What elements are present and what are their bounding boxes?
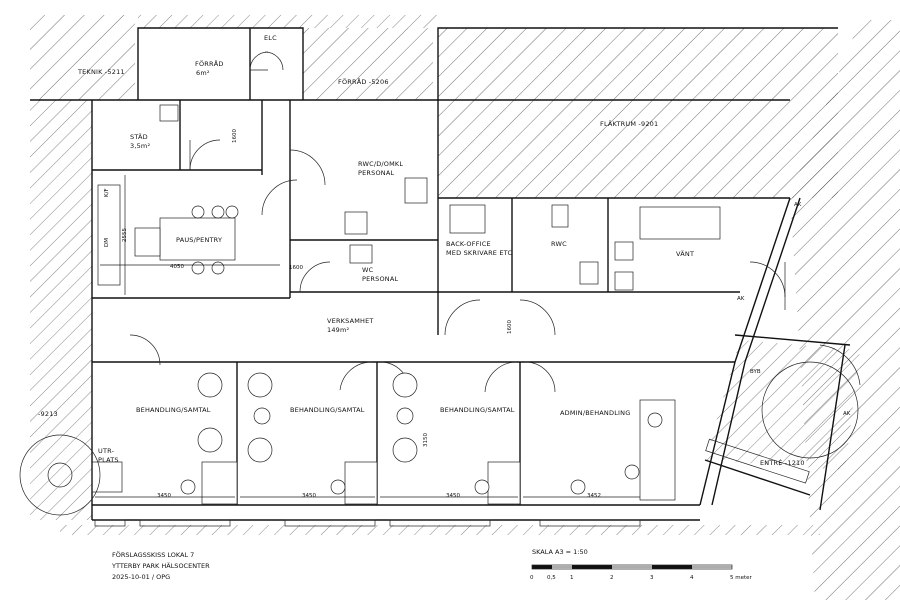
label-behandling-3: BEHANDLING/SAMTAL xyxy=(440,406,515,414)
label-flaktrum: FLÄKTRUM -9201 xyxy=(600,119,658,128)
label-paus-pentry: PAUS/PENTRY xyxy=(176,236,222,244)
hatch-flaktrum xyxy=(438,28,838,198)
scale-title: SKALA A3 = 1:50 xyxy=(532,548,588,556)
printer-desk xyxy=(449,204,486,234)
rwc-sink xyxy=(579,261,599,285)
dim-4050: 4050 xyxy=(170,264,184,270)
waiting-sofa xyxy=(639,206,721,240)
pentry-side-table xyxy=(134,227,161,257)
label-forrad: FÖRRÅD xyxy=(195,59,224,68)
armchair xyxy=(197,372,223,398)
hatch-teknik xyxy=(30,15,135,100)
label-kf: K/F xyxy=(104,188,110,197)
pentry-table xyxy=(159,217,236,261)
utility-sink xyxy=(159,104,179,122)
dim-3452: 3452 xyxy=(587,493,601,499)
dim-1600-a: 1600 xyxy=(232,129,238,143)
label-wc: WC xyxy=(362,266,374,274)
kitchen-counter xyxy=(97,184,121,286)
label-forrad-5206: FÖRRÅD -5206 xyxy=(338,77,389,86)
hatch-entre xyxy=(705,340,860,470)
windows xyxy=(94,519,641,527)
armchair xyxy=(247,372,273,398)
label-plats: PLATS xyxy=(98,456,119,464)
armchair xyxy=(392,437,418,463)
scale-tick-4: 4 xyxy=(690,575,694,581)
label-utr: UTR- xyxy=(98,447,115,455)
label-ak-3: AK xyxy=(843,411,851,417)
scale-tick-5: 5 meter xyxy=(730,575,753,581)
label-ak-2: AK xyxy=(737,296,745,302)
dim-3150: 3150 xyxy=(423,433,429,447)
label-rwc: RWC xyxy=(551,240,567,248)
doors xyxy=(129,51,861,459)
label-backoffice: BACK-OFFICE xyxy=(446,240,491,248)
hatch-west xyxy=(30,100,92,520)
hatch-north-strip xyxy=(138,15,438,28)
toilet-rwc xyxy=(551,204,569,228)
scale-tick-2: 2 xyxy=(610,575,614,581)
room-labels: TEKNIK -5211 FÖRRÅD 6m² ELC FÖRRÅD -5206… xyxy=(38,34,851,467)
label-admin: ADMIN/BEHANDLING xyxy=(560,409,630,417)
dim-1600-c: 1600 xyxy=(507,320,513,334)
utrplats-box xyxy=(91,461,123,493)
dim-1600-b: 1600 xyxy=(289,265,303,271)
label-rwc-omkl: RWC/D/OMKL xyxy=(358,160,403,168)
dim-3450-a: 3450 xyxy=(157,493,171,499)
armchair xyxy=(392,372,418,398)
scale-tick-0: 0 xyxy=(530,575,534,581)
label-stad-area: 3,5m² xyxy=(130,142,150,150)
scale-bar: SKALA A3 = 1:50 0 0,5 1 2 3 4 5 meter xyxy=(530,548,753,581)
armchair xyxy=(197,427,223,453)
title-line-1: FÖRSLAGSSKISS LOKAL 7 xyxy=(112,550,194,559)
label-entre: ENTRÉ -1210 xyxy=(760,458,805,467)
hatch-forrad-5206 xyxy=(303,28,433,100)
dim-3450-b: 3450 xyxy=(302,493,316,499)
dimension-labels: 1600 1600 1600 2555 4050 3450 3450 3450 … xyxy=(122,129,601,499)
label-verksamhet: VERKSAMHET xyxy=(327,317,374,325)
label-elc: ELC xyxy=(264,34,277,42)
desk xyxy=(487,461,521,505)
label-rwc-personal: PERSONAL xyxy=(358,169,394,177)
armchair xyxy=(247,437,273,463)
furniture xyxy=(19,104,810,516)
label-byb: BYB xyxy=(750,369,761,375)
label-dm: DM xyxy=(104,238,110,247)
scale-tick-3: 3 xyxy=(650,575,654,581)
title-line-2: YTTERBY PARK HÄLSOCENTER xyxy=(111,561,210,570)
scale-tick-05: 0,5 xyxy=(547,575,556,581)
label-forrad-area: 6m² xyxy=(196,69,210,77)
desk xyxy=(344,461,378,505)
label-teknik: TEKNIK -5211 xyxy=(77,68,125,76)
hatched-areas xyxy=(30,15,900,600)
label-behandling-1: BEHANDLING/SAMTAL xyxy=(136,406,211,414)
label-wc-personal: PERSONAL xyxy=(362,275,398,283)
label-verksamhet-area: 149m² xyxy=(327,326,350,334)
label-behandling-2: BEHANDLING/SAMTAL xyxy=(290,406,365,414)
dim-3450-c: 3450 xyxy=(446,493,460,499)
toilet-seat xyxy=(344,211,368,235)
label-ak-1: AK xyxy=(794,202,802,208)
title-line-3: 2025-10-01 / OPG xyxy=(112,573,170,581)
title-block: FÖRSLAGSSKISS LOKAL 7 YTTERBY PARK HÄLSO… xyxy=(111,550,210,581)
dimension-lines xyxy=(95,175,640,498)
hatch-south-strip xyxy=(60,525,820,535)
scale-tick-1: 1 xyxy=(570,575,574,581)
dim-2555: 2555 xyxy=(122,228,128,242)
label-backoffice-sub: MED SKRIVARE ETC xyxy=(446,249,512,257)
toilet-rwc-personal xyxy=(404,177,428,204)
wc-sink xyxy=(349,244,373,264)
desk xyxy=(201,461,238,505)
spiral-stair xyxy=(19,434,101,516)
label-stad: STÄD xyxy=(130,132,148,141)
label-9213: -9213 xyxy=(38,410,58,418)
label-vant: VÄNT xyxy=(676,249,694,258)
